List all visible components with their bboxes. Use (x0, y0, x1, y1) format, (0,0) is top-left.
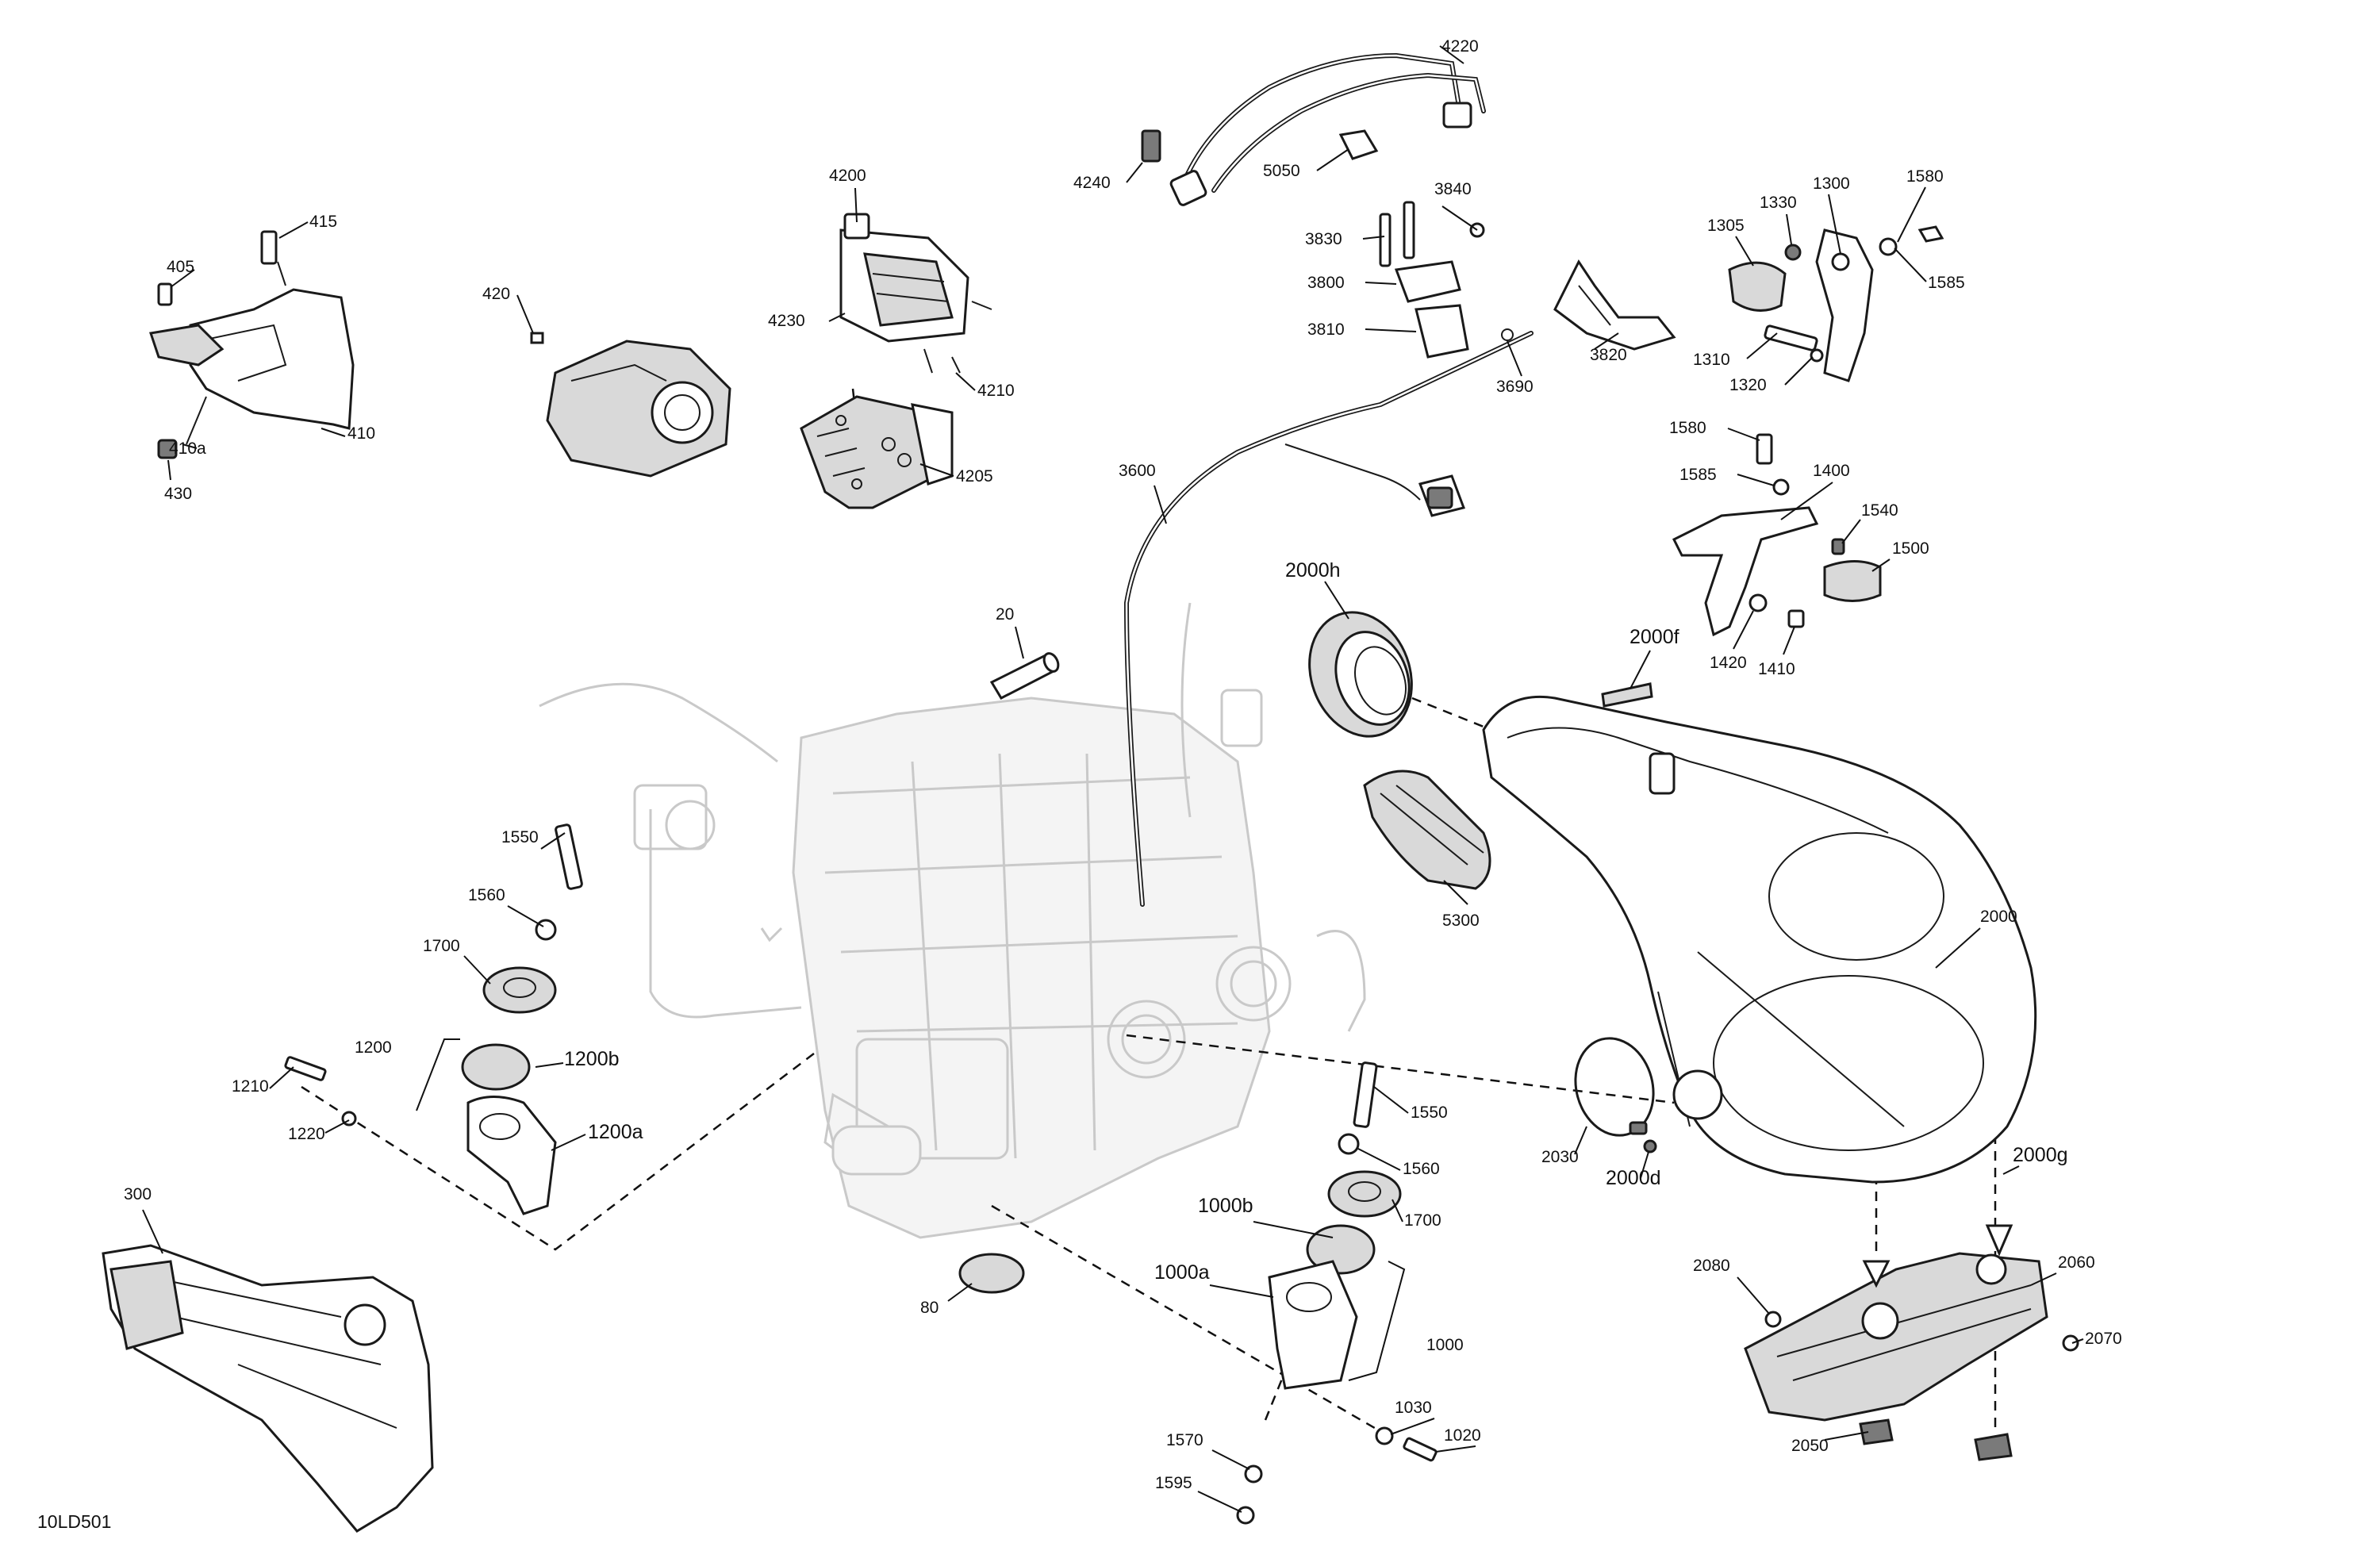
callout-2000h: 2000h (1285, 559, 1341, 582)
callout-1560a: 1560 (468, 886, 505, 904)
bracket-3820 (1553, 259, 1676, 351)
callout-1700b: 1700 (1404, 1211, 1441, 1230)
callout-3690: 3690 (1496, 378, 1534, 396)
callout-5300: 5300 (1442, 912, 1480, 930)
callout-4220: 4220 (1441, 37, 1479, 56)
wiring-harness-4220 (1141, 52, 1486, 206)
callout-1200: 1200 (355, 1038, 392, 1057)
callout-1580b: 1580 (1669, 419, 1706, 437)
callout-2060: 2060 (2058, 1253, 2095, 1272)
diagram-code: 10LD501 (37, 1511, 111, 1532)
callout-1595: 1595 (1155, 1474, 1192, 1492)
callout-1000a: 1000a (1154, 1261, 1210, 1284)
sleeve-20 (989, 652, 1060, 700)
grommet-2000d (1643, 1139, 1657, 1153)
callout-1310: 1310 (1693, 351, 1730, 369)
callout-20: 20 (996, 605, 1014, 624)
callout-labels: 415 405 420 410 410a 430 4200 4230 4210 4205 4220 4… (124, 37, 2122, 1492)
callout-1000b: 1000b (1198, 1195, 1253, 1217)
guard-300 (102, 1244, 434, 1533)
engine-ghost (539, 602, 1366, 1239)
throttle-body-actuator (530, 332, 731, 478)
callout-1210: 1210 (232, 1077, 269, 1096)
callout-2080: 2080 (1693, 1257, 1730, 1275)
callout-1500: 1500 (1892, 539, 1929, 558)
callout-300: 300 (124, 1185, 152, 1203)
callout-410: 410 (347, 424, 375, 443)
callout-1700a: 1700 (423, 937, 460, 955)
leader-lines (142, 45, 2084, 1513)
callout-1410: 1410 (1758, 660, 1795, 678)
callout-2000f: 2000f (1630, 626, 1679, 648)
callout-420: 420 (482, 285, 510, 303)
mount-1400-assembly (1672, 433, 1882, 637)
callout-4240: 4240 (1073, 174, 1111, 192)
callout-3840: 3840 (1434, 180, 1472, 198)
callout-2000g: 2000g (2013, 1144, 2068, 1166)
chain-guard-bracket (149, 230, 355, 459)
callout-1200b: 1200b (564, 1048, 620, 1070)
module-bracket-4205 (800, 395, 954, 509)
control-module-4200 (839, 213, 992, 374)
callout-1550b: 1550 (1411, 1104, 1448, 1122)
callout-1585a: 1585 (1928, 274, 1965, 292)
callout-3800: 3800 (1307, 274, 1345, 292)
callout-1550a: 1550 (501, 828, 539, 846)
tray-2060 (1744, 1224, 2079, 1461)
callout-1400: 1400 (1813, 462, 1850, 480)
callout-1585b: 1585 (1679, 466, 1717, 484)
callout-430: 430 (164, 485, 192, 503)
sensor-bracket-3800 (1379, 201, 1514, 359)
mount-1300-assembly (1728, 225, 1944, 382)
callout-1030: 1030 (1395, 1399, 1432, 1417)
engine-mount-1200 (284, 823, 583, 1215)
callout-1300: 1300 (1813, 175, 1850, 193)
callout-2050: 2050 (1791, 1437, 1829, 1455)
callout-1200a: 1200a (588, 1121, 643, 1143)
callout-1305: 1305 (1707, 217, 1745, 235)
callout-4210: 4210 (977, 382, 1015, 400)
callout-4205: 4205 (956, 467, 993, 486)
callout-2030: 2030 (1541, 1148, 1579, 1166)
callout-410a: 410a (169, 439, 206, 458)
callout-1020: 1020 (1444, 1426, 1481, 1445)
callout-5050: 5050 (1263, 162, 1300, 180)
callout-2000: 2000 (1980, 908, 2017, 926)
callout-1000: 1000 (1426, 1336, 1464, 1354)
callout-1580a: 1580 (1906, 167, 1944, 186)
cable-3600 (1123, 331, 1534, 907)
intake-5300 (1363, 770, 1491, 890)
clamp-2030 (1574, 1037, 1655, 1137)
airbox-2000 (1482, 695, 2037, 1184)
callout-1330: 1330 (1760, 194, 1797, 212)
callout-415: 415 (309, 213, 337, 231)
callout-1570: 1570 (1166, 1431, 1203, 1449)
callout-3830: 3830 (1305, 230, 1342, 248)
callout-1540: 1540 (1861, 501, 1898, 520)
callout-80: 80 (920, 1299, 939, 1317)
callout-1560b: 1560 (1403, 1160, 1440, 1178)
callout-2000d: 2000d (1606, 1167, 1661, 1189)
callout-3820: 3820 (1590, 346, 1627, 364)
engine-mount-1000 (1236, 1061, 1438, 1525)
callout-2070: 2070 (2085, 1330, 2122, 1348)
plug-80 (958, 1253, 1025, 1294)
callout-1220: 1220 (288, 1125, 325, 1143)
callout-1420: 1420 (1710, 654, 1747, 672)
air-boot-2000h (1308, 611, 1413, 738)
callout-405: 405 (167, 258, 194, 276)
callout-3600: 3600 (1119, 462, 1156, 480)
callout-4200: 4200 (829, 167, 866, 185)
callout-1320: 1320 (1729, 376, 1767, 394)
callout-4230: 4230 (768, 312, 805, 330)
callout-3810: 3810 (1307, 320, 1345, 339)
grommet-2000f (1601, 682, 1653, 708)
